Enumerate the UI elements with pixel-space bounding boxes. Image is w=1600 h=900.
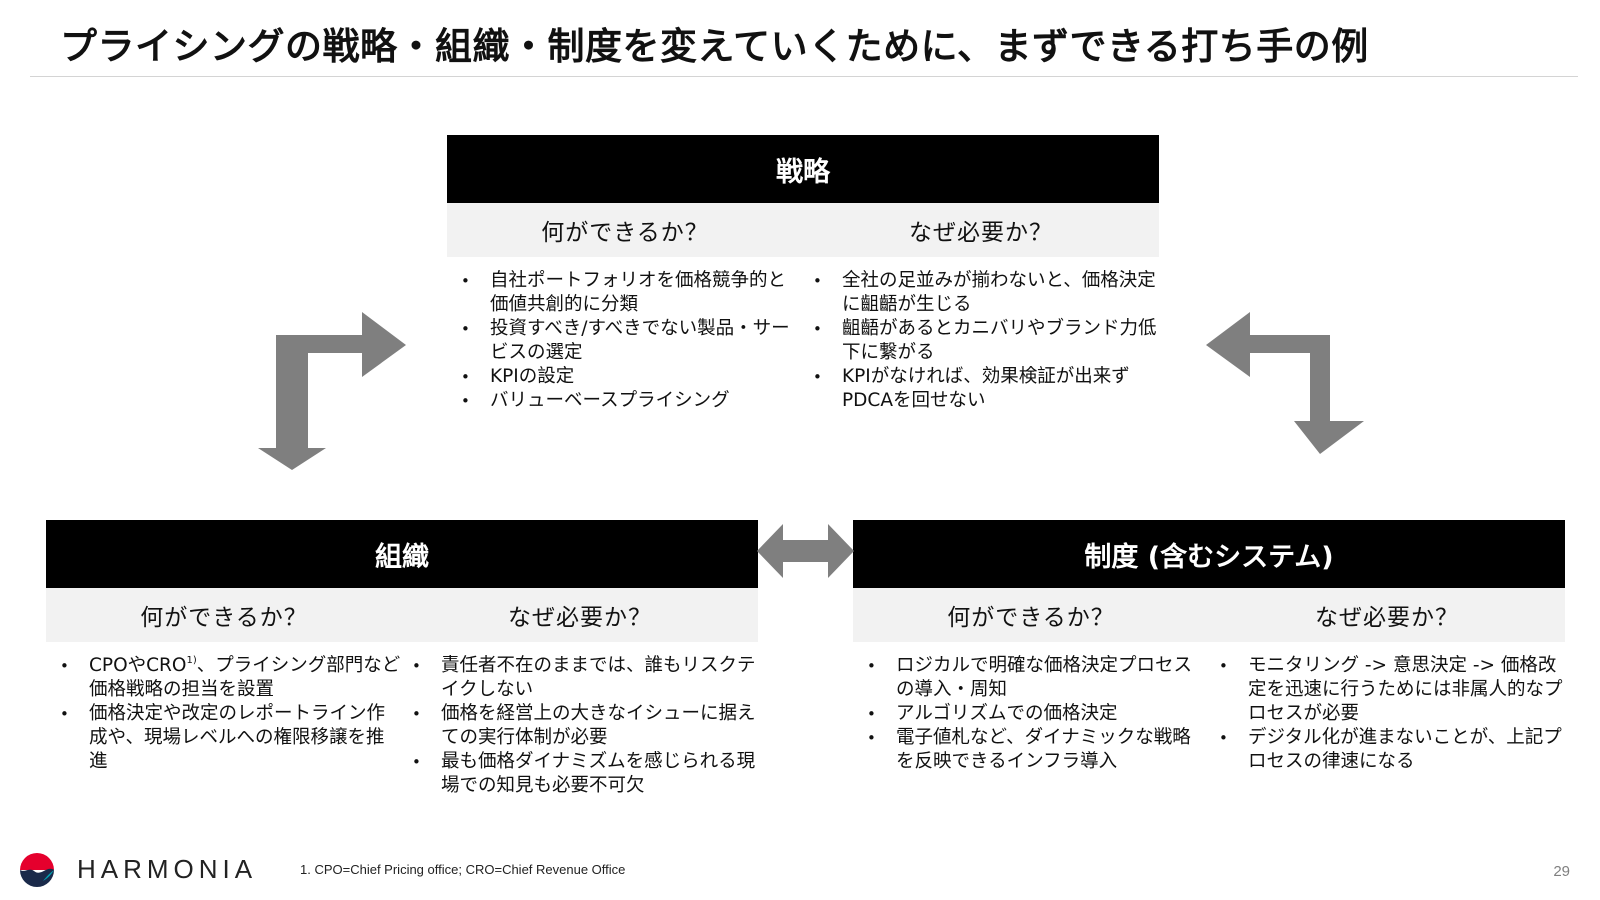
organization-what-list: CPOやCRO1)、プライシング部門など価格戦略の担当を設置 価格決定や改定のレ…: [46, 654, 402, 774]
title-divider: [30, 76, 1578, 77]
system-body: ロジカルで明確な価格決定プロセスの導入・周知 アルゴリズムでの価格決定 電子値札…: [853, 642, 1565, 774]
system-why-header: なぜ必要か？: [1315, 605, 1459, 631]
organization-section: 組織 何ができるか？ なぜ必要か？ CPOやCRO1)、プライシング部門など価格…: [46, 520, 758, 798]
logo-red-shape: [20, 853, 54, 870]
list-item: KPIの設定: [457, 365, 803, 389]
list-item: KPIがなければ、効果検証が出来ずPDCAを回せない: [809, 365, 1159, 413]
logo-wordmark: HARMONIA: [77, 853, 258, 884]
system-what-list: ロジカルで明確な価格決定プロセスの導入・周知 アルゴリズムでの価格決定 電子値札…: [853, 654, 1209, 774]
organization-why-header: なぜ必要か？: [508, 605, 652, 631]
page-number: 29: [1553, 863, 1570, 880]
list-item: 自社ポートフォリオを価格競争的と価値共創的に分類: [457, 269, 803, 317]
organization-why-list: 責任者不在のままでは、誰もリスクテイクしない 価格を経営上の大きなイシューに据え…: [402, 654, 758, 798]
brand-logo: HARMONIA: [17, 851, 257, 887]
elbow-arrow-icon: [258, 312, 406, 470]
footnote: 1. CPO=Chief Pricing office; CRO=Chief R…: [300, 862, 626, 877]
elbow-arrow-shape: [1206, 312, 1364, 454]
list-item: 最も価格ダイナミズムを感じられる現場での知見も必要不可欠: [408, 750, 758, 798]
logo-teal-shape: [43, 870, 54, 881]
slide-title: プライシングの戦略・組織・制度を変えていくために、まずできる打ち手の例: [60, 25, 1369, 68]
system-section: 制度 (含むシステム) 何ができるか？ なぜ必要か？ ロジカルで明確な価格決定プ…: [853, 520, 1565, 774]
double-arrow-icon: [757, 524, 854, 578]
organization-what-header: 何ができるか？: [140, 605, 308, 631]
system-subheader: 何ができるか？ なぜ必要か？: [853, 588, 1565, 642]
strategy-subheader: 何ができるか？ なぜ必要か？: [447, 203, 1159, 257]
system-why-list: モニタリング -> 意思決定 -> 価格改定を迅速に行うためには非属人的なプロセ…: [1209, 654, 1565, 774]
list-item-text: CPOやCRO: [89, 655, 187, 676]
list-item: 齟齬があるとカニバリやブランド力低下に繋がる: [809, 317, 1159, 365]
list-item-text: 、プライシング部門など価格戦略の担当を設置: [89, 655, 401, 700]
list-item: 投資すべき/すべきでない製品・サービスの選定: [457, 317, 803, 365]
system-what-column: ロジカルで明確な価格決定プロセスの導入・周知 アルゴリズムでの価格決定 電子値札…: [853, 654, 1209, 774]
list-item: モニタリング -> 意思決定 -> 価格改定を迅速に行うためには非属人的なプロセ…: [1215, 654, 1565, 726]
list-item: CPOやCRO1)、プライシング部門など価格戦略の担当を設置: [56, 654, 402, 702]
list-item: 電子値札など、ダイナミックな戦略を反映できるインフラ導入: [863, 726, 1209, 774]
strategy-what-header: 何ができるか？: [541, 220, 709, 246]
list-item: 価格決定や改定のレポートライン作成や、現場レベルへの権限移譲を推進: [56, 702, 402, 774]
list-item: アルゴリズムでの価格決定: [863, 702, 1209, 726]
system-why-column: モニタリング -> 意思決定 -> 価格改定を迅速に行うためには非属人的なプロセ…: [1209, 654, 1565, 774]
elbow-arrow-icon: [1206, 312, 1364, 454]
list-item: デジタル化が進まないことが、上記プロセスの律速になる: [1215, 726, 1565, 774]
system-header: 制度 (含むシステム): [853, 520, 1565, 588]
organization-what-column: CPOやCRO1)、プライシング部門など価格戦略の担当を設置 価格決定や改定のレ…: [46, 654, 402, 798]
organization-subheader: 何ができるか？ なぜ必要か？: [46, 588, 758, 642]
list-item: 価格を経営上の大きなイシューに据えての実行体制が必要: [408, 702, 758, 750]
logo-navy-shape: [20, 868, 54, 887]
list-item: 責任者不在のままでは、誰もリスクテイクしない: [408, 654, 758, 702]
list-item: 全社の足並みが揃わないと、価格決定に齟齬が生じる: [809, 269, 1159, 317]
strategy-section: 戦略 何ができるか？ なぜ必要か？ 自社ポートフォリオを価格競争的と価値共創的に…: [447, 135, 1159, 413]
organization-why-column: 責任者不在のままでは、誰もリスクテイクしない 価格を経営上の大きなイシューに据え…: [402, 654, 758, 798]
organization-body: CPOやCRO1)、プライシング部門など価格戦略の担当を設置 価格決定や改定のレ…: [46, 642, 758, 798]
double-arrow-shape: [757, 524, 854, 578]
strategy-body: 自社ポートフォリオを価格競争的と価値共創的に分類 投資すべき/すべきでない製品・…: [447, 257, 1159, 413]
list-item: ロジカルで明確な価格決定プロセスの導入・周知: [863, 654, 1209, 702]
strategy-header: 戦略: [447, 135, 1159, 203]
strategy-what-column: 自社ポートフォリオを価格競争的と価値共創的に分類 投資すべき/すべきでない製品・…: [447, 269, 803, 413]
strategy-why-header: なぜ必要か？: [909, 220, 1053, 246]
footnote-marker: 1): [186, 655, 197, 666]
elbow-arrow-shape: [258, 312, 406, 470]
strategy-why-list: 全社の足並みが揃わないと、価格決定に齟齬が生じる 齟齬があるとカニバリやブランド…: [803, 269, 1159, 413]
list-item: バリューベースプライシング: [457, 389, 803, 413]
system-what-header: 何ができるか？: [947, 605, 1115, 631]
strategy-why-column: 全社の足並みが揃わないと、価格決定に齟齬が生じる 齟齬があるとカニバリやブランド…: [803, 269, 1159, 413]
strategy-what-list: 自社ポートフォリオを価格競争的と価値共創的に分類 投資すべき/すべきでない製品・…: [447, 269, 803, 413]
organization-header: 組織: [46, 520, 758, 588]
harmonia-logo-icon: [20, 853, 54, 887]
